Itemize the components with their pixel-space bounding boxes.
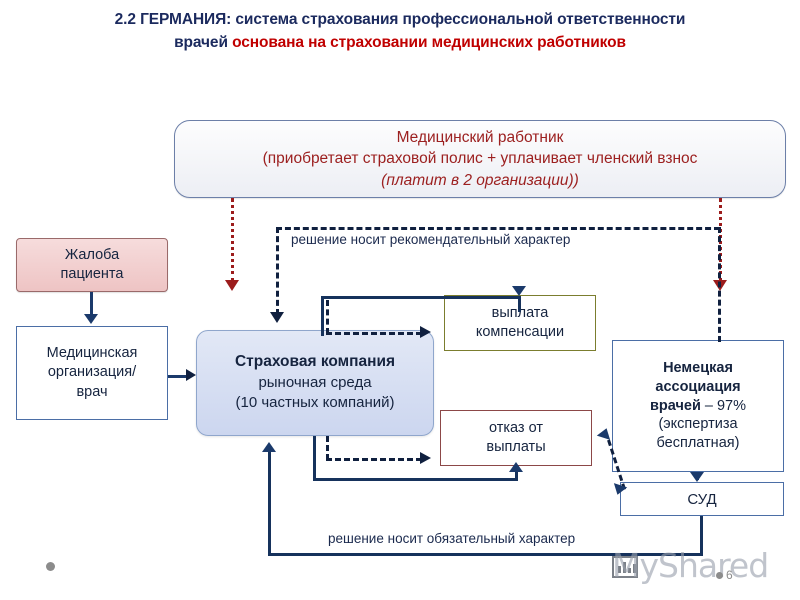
node-german-medical-association-line2: ассоциация xyxy=(655,378,741,395)
node-german-medical-association-line4: (экспертиза xyxy=(658,416,738,433)
node-medical-worker-line2: (приобретает страховой полис + уплачивае… xyxy=(262,150,698,168)
footer-bullet xyxy=(46,562,55,571)
edge-advisory-arrowhead xyxy=(270,312,284,323)
edge-worker-to-insurer-line xyxy=(231,198,234,282)
edge-binding-arrowhead xyxy=(262,442,276,452)
node-payment-refusal-line2: выплаты xyxy=(486,439,546,455)
myshared-logo-icon xyxy=(612,556,638,578)
edge-insurer-dashed-lower-horizontal xyxy=(326,458,422,461)
edge-refusal-court-arrowhead-up xyxy=(596,426,614,440)
node-german-medical-association-line3: врачей – 97% xyxy=(650,397,746,416)
edge-insurer-to-refusal-right-vertical xyxy=(515,472,518,480)
edge-insurer-dashed-upper-arrowhead xyxy=(420,326,431,338)
node-court-label: СУД xyxy=(687,490,717,508)
node-medical-organization-line1: Медицинская xyxy=(46,345,138,362)
node-insurance-company-line2: рыночная среда xyxy=(258,374,372,392)
edge-binding-left-vertical xyxy=(268,452,271,556)
title-line-1-text: 2.2 ГЕРМАНИЯ: система страхования профес… xyxy=(114,11,686,28)
node-patient-complaint-line2: пациента xyxy=(60,266,124,282)
page-number-dot xyxy=(716,572,723,579)
title-line-2: врачей основана на страховании медицинск… xyxy=(0,31,800,54)
watermark-text: MyShared xyxy=(612,546,769,585)
node-payment-refusal-line1: отказ от xyxy=(488,420,543,437)
edge-worker-to-insurer-arrowhead xyxy=(225,280,239,291)
node-german-medical-association-line5: бесплатная) xyxy=(656,435,740,452)
page-title: 2.2 ГЕРМАНИЯ: система страхования профес… xyxy=(0,8,800,55)
node-medical-organization-line2: организация/ xyxy=(47,364,137,381)
node-compensation-payout-line1: выплата xyxy=(491,305,549,322)
node-german-medical-association-line3-bold: врачей xyxy=(649,397,701,414)
node-medical-worker-line1: Медицинский работник xyxy=(396,128,564,146)
node-compensation-payout-line2: компенсации xyxy=(475,324,565,340)
edge-advisory-label: решение носит рекомендательный характер xyxy=(291,232,571,247)
page-number: 6 xyxy=(726,568,733,582)
edge-insurer-to-payout-left-vertical xyxy=(321,296,324,336)
edge-medorg-to-insurer-arrowhead xyxy=(186,369,196,381)
node-patient-complaint: Жалоба пациента xyxy=(16,238,168,292)
title-line-1: 2.2 ГЕРМАНИЯ: система страхования профес… xyxy=(0,8,800,31)
node-german-medical-association-line1: Немецкая xyxy=(663,359,733,376)
node-patient-complaint-line1: Жалоба xyxy=(64,247,120,264)
node-medical-organization: Медицинская организация/ врач xyxy=(16,326,168,420)
edge-insurer-dashed-upper-vertical xyxy=(326,300,329,334)
edge-complaint-to-medorg-line xyxy=(90,292,93,316)
node-medical-worker-line3: (платит в 2 организации)) xyxy=(381,171,579,189)
edge-insurer-dashed-lower-vertical xyxy=(326,436,329,460)
edge-insurer-to-refusal-arrowhead xyxy=(509,462,523,472)
title-highlight: основана на страховании медицинских рабо… xyxy=(232,34,626,52)
edge-complaint-to-medorg-arrowhead xyxy=(84,314,98,324)
edge-medorg-to-insurer-line xyxy=(168,375,188,378)
node-medical-worker: Медицинский работник (приобретает страхо… xyxy=(174,120,786,198)
node-insurance-company-line3: (10 частных компаний) xyxy=(235,394,395,412)
node-insurance-company: Страховая компания рыночная среда (10 ча… xyxy=(196,330,434,436)
edge-insurer-to-refusal-left-vertical xyxy=(313,436,316,480)
edge-insurer-to-payout-arrowhead xyxy=(512,286,526,296)
title-line-2-text: врачей xyxy=(174,34,233,52)
edge-insurer-dashed-upper-horizontal xyxy=(326,332,422,335)
edge-insurer-to-payout-horizontal xyxy=(321,296,521,299)
edge-insurer-to-payout-right-vertical xyxy=(518,296,521,312)
edge-binding-label: решение носит обязательный характер xyxy=(328,531,576,546)
edge-advisory-right-vertical xyxy=(718,227,721,342)
edge-advisory-top-horizontal xyxy=(276,227,720,230)
edge-insurer-dashed-lower-arrowhead xyxy=(420,452,431,464)
node-german-medical-association-line3-rest: – 97% xyxy=(700,397,747,414)
node-payment-refusal: отказ от выплаты xyxy=(440,410,592,466)
edge-association-to-court-arrowhead xyxy=(690,472,704,482)
edge-binding-right-vertical xyxy=(700,516,703,556)
node-insurance-company-line1: Страховая компания xyxy=(234,353,396,371)
edge-insurer-to-refusal-horizontal xyxy=(313,478,518,481)
node-medical-organization-line3: врач xyxy=(76,383,108,400)
edge-advisory-left-vertical xyxy=(276,227,279,315)
node-court: СУД xyxy=(620,482,784,516)
edge-binding-bottom-horizontal xyxy=(268,553,703,556)
node-german-medical-association: Немецкая ассоциация врачей – 97% (экспер… xyxy=(612,340,784,472)
